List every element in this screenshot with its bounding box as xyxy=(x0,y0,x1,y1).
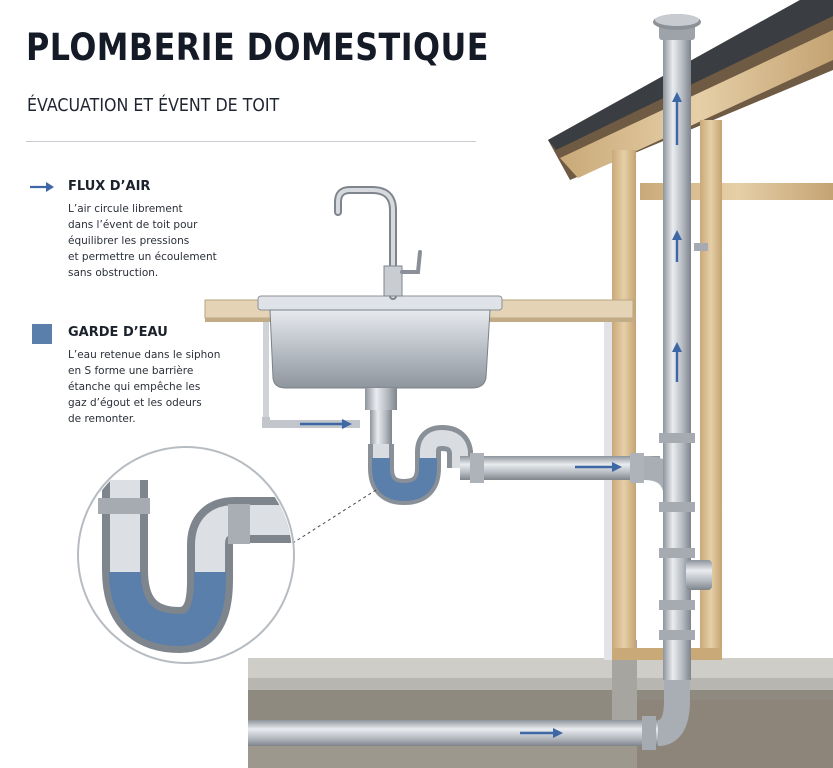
interior-wall xyxy=(604,315,612,660)
sink xyxy=(258,296,502,410)
trap-detail-zoom xyxy=(78,447,300,664)
faucet xyxy=(338,190,420,296)
foundation xyxy=(248,640,833,768)
p-trap xyxy=(370,410,460,492)
zoom-connector xyxy=(285,490,376,548)
wall-framing xyxy=(612,120,833,660)
